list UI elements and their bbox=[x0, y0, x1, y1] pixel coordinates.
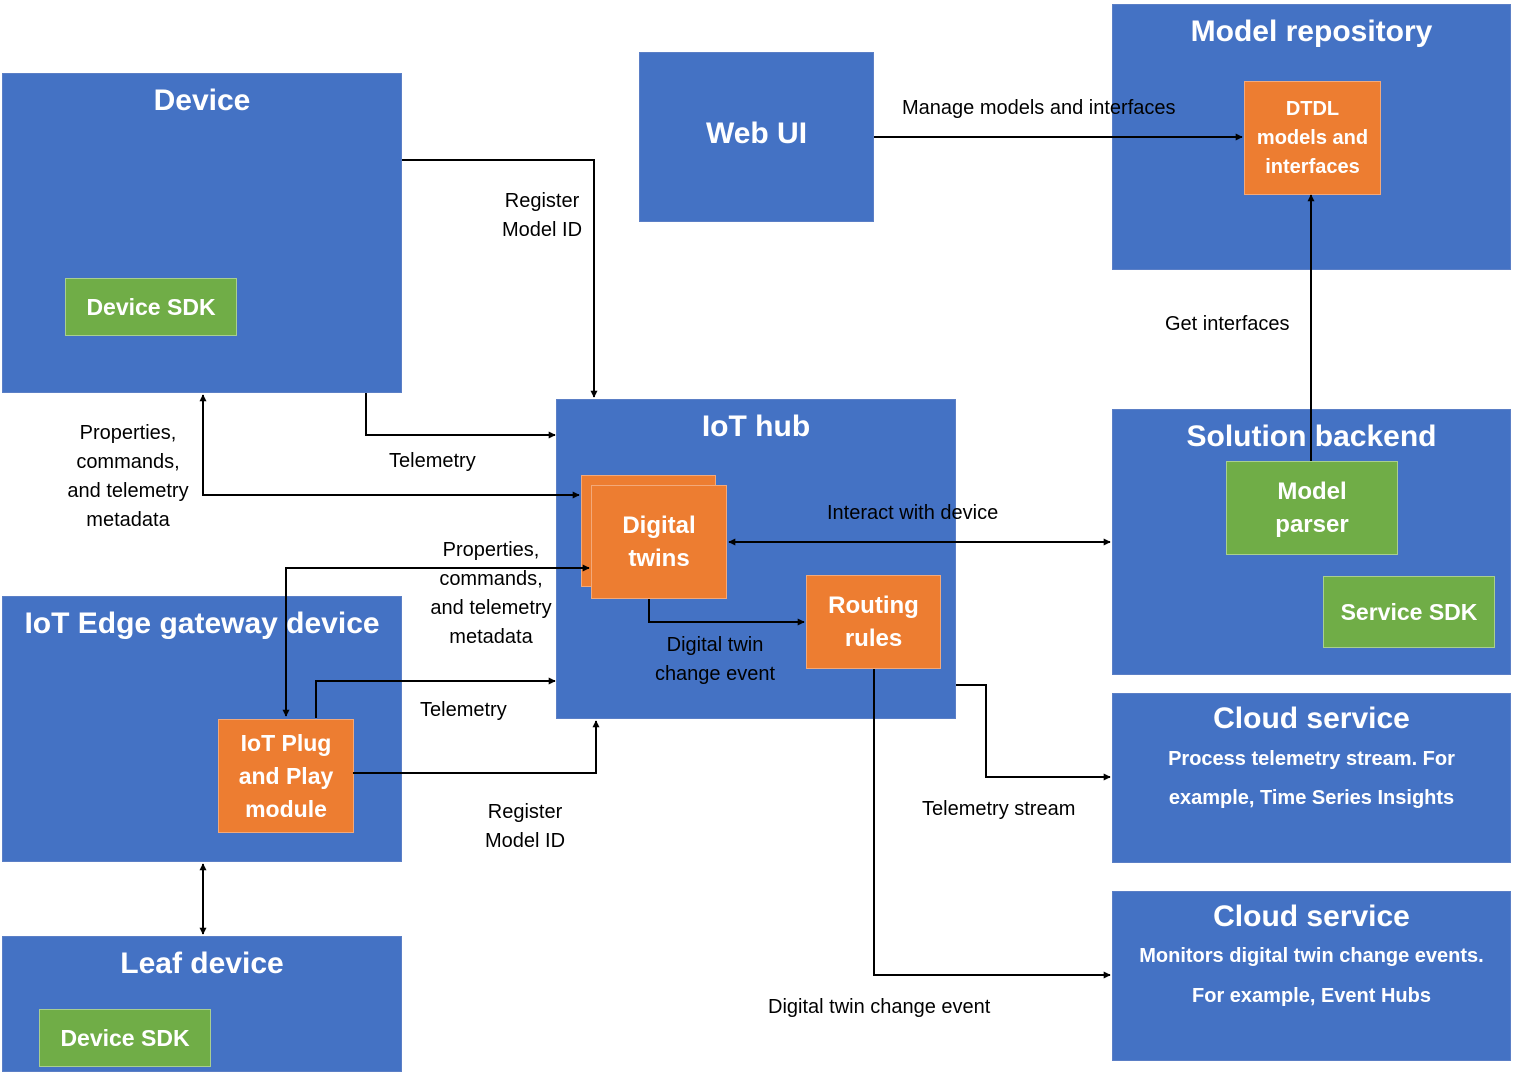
cloud-service-events-title: Cloud service bbox=[1213, 900, 1410, 933]
label-register-model-id-2-line2: Model ID bbox=[484, 830, 566, 852]
label-register-model-id-1-line1: Register bbox=[504, 190, 580, 212]
label-props-2-line1: Properties, bbox=[442, 539, 540, 561]
dtdl-models-label: DTDL models and interfaces bbox=[1256, 97, 1369, 178]
label-props-2-line4: metadata bbox=[449, 626, 533, 648]
device-sdk-chip: Device SDK bbox=[65, 278, 237, 336]
arrow-props-twins-plugplay bbox=[282, 564, 590, 717]
label-dt-change-event-line2: change event bbox=[654, 663, 776, 685]
cloud-service-telemetry-line2: example, Time Series Insights bbox=[1168, 787, 1455, 809]
cloud-service-events-line2: For example, Event Hubs bbox=[1192, 985, 1431, 1007]
cloud-service-telemetry-title: Cloud service bbox=[1213, 702, 1410, 735]
label-manage-models: Manage models and interfaces bbox=[902, 97, 1176, 119]
label-telemetry-2: Telemetry bbox=[420, 699, 507, 721]
label-register-model-id-1: Register Model ID bbox=[492, 187, 592, 245]
digital-twins-chip: Digital twins bbox=[591, 485, 727, 599]
label-telemetry-stream: Telemetry stream bbox=[922, 798, 1076, 820]
label-register-model-id-2: Register Model ID bbox=[475, 798, 575, 856]
dtdl-models-chip: DTDL models and interfaces bbox=[1244, 81, 1381, 195]
label-props-2-line2: commands, bbox=[439, 568, 543, 590]
label-register-model-id-2-line1: Register bbox=[487, 801, 563, 823]
model-repository-box: Model repository DTDL models and interfa… bbox=[1112, 4, 1511, 270]
label-props-2-line3: and telemetry bbox=[430, 597, 552, 619]
leaf-device-box: Leaf device Device SDK bbox=[2, 936, 402, 1072]
routing-rules-chip: Routing rules bbox=[806, 575, 941, 669]
arrow-telemetry-stream bbox=[956, 684, 1111, 781]
label-dt-change-event: Digital twin change event bbox=[645, 631, 785, 689]
model-parser-label: Model parser bbox=[1275, 478, 1349, 538]
device-box: Device Device SDK bbox=[2, 73, 402, 393]
label-props-1-line1: Properties, bbox=[79, 422, 177, 444]
cloud-service-telemetry-box: Cloud service Process telemetry stream. … bbox=[1112, 693, 1511, 863]
cloud-service-events-box: Cloud service Monitors digital twin chan… bbox=[1112, 891, 1511, 1061]
label-props-2: Properties, commands, and telemetry meta… bbox=[419, 536, 563, 652]
service-sdk-chip: Service SDK bbox=[1323, 576, 1495, 648]
model-repository-title: Model repository bbox=[1190, 15, 1433, 48]
model-parser-chip: Model parser bbox=[1226, 461, 1398, 555]
label-register-model-id-1-line2: Model ID bbox=[501, 219, 583, 241]
label-interact-with-device: Interact with device bbox=[827, 502, 999, 524]
cloud-service-telemetry-line1: Process telemetry stream. For bbox=[1168, 748, 1455, 770]
plug-and-play-label: IoT Plug and Play module bbox=[238, 729, 334, 822]
label-dt-change-event-line1: Digital twin bbox=[666, 634, 764, 656]
device-title: Device bbox=[153, 84, 251, 117]
web-ui-box: Web UI bbox=[639, 52, 874, 222]
digital-twins-label: Digital twins bbox=[622, 512, 696, 572]
arrow-telemetry-device bbox=[365, 393, 556, 439]
label-props-1-line2: commands, bbox=[76, 451, 180, 473]
routing-rules-label: Routing rules bbox=[828, 592, 919, 652]
label-props-1-line3: and telemetry bbox=[67, 480, 189, 502]
label-telemetry-1: Telemetry bbox=[389, 450, 476, 472]
plug-and-play-chip: IoT Plug and Play module bbox=[218, 719, 354, 833]
label-dt-change-event-bottom: Digital twin change event bbox=[768, 996, 991, 1018]
iot-hub-title: IoT hub bbox=[701, 410, 811, 443]
arrow-register-model-id-device bbox=[402, 159, 598, 398]
arrow-twins-to-routing bbox=[648, 599, 805, 626]
label-props-1: Properties, commands, and telemetry meta… bbox=[56, 419, 200, 535]
arrow-register-model-id-plugplay bbox=[353, 720, 600, 774]
web-ui-title: Web UI bbox=[705, 117, 808, 150]
cloud-service-events-line1: Monitors digital twin change events. bbox=[1139, 945, 1484, 967]
arrow-telemetry-plugplay bbox=[315, 677, 556, 718]
arrow-props-device-twins bbox=[199, 394, 580, 499]
label-get-interfaces: Get interfaces bbox=[1165, 313, 1290, 335]
leaf-device-sdk-chip: Device SDK bbox=[39, 1009, 211, 1067]
arrow-dt-change-event bbox=[873, 669, 1111, 979]
label-props-1-line4: metadata bbox=[86, 509, 170, 531]
leaf-device-title: Leaf device bbox=[120, 947, 284, 980]
